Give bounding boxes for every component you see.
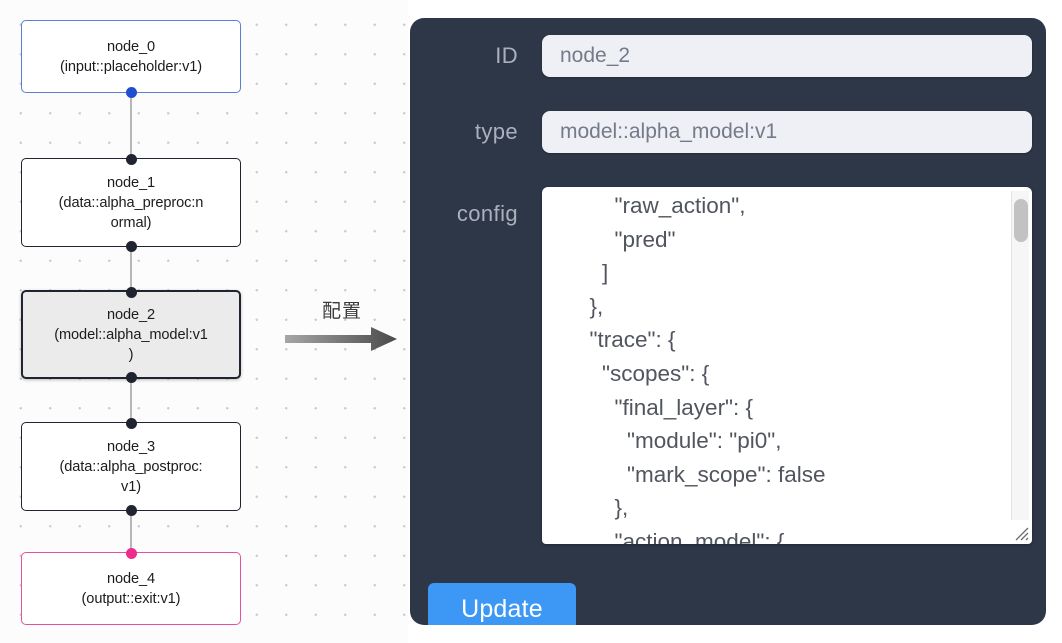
config-editor: "raw_action", "pred" ] }, "trace": { "sc… [542, 187, 1032, 544]
node-handle-top[interactable] [125, 153, 137, 165]
graph-node-node_2[interactable]: node_2 (model::alpha_model:v1 ) [21, 286, 241, 383]
config-label: config [456, 201, 518, 226]
node-handle-top[interactable] [125, 286, 137, 298]
node-title: node_4 [106, 570, 156, 587]
node-handle-bottom[interactable] [125, 504, 137, 516]
edge-node2-node3 [130, 377, 132, 425]
node-handle-top[interactable] [125, 417, 137, 429]
type-input[interactable] [542, 111, 1032, 153]
node-config-panel: ID type config "raw_action", "pred" ] },… [410, 18, 1046, 625]
id-input[interactable] [542, 35, 1032, 77]
node-subtitle-cont: ) [128, 346, 134, 363]
id-label: ID [495, 43, 518, 68]
node-subtitle-cont: ormal) [110, 214, 152, 231]
node-title: node_3 [106, 438, 156, 455]
field-row-type: type [410, 111, 1046, 153]
node-handle-bottom[interactable] [125, 371, 137, 383]
type-label: type [474, 119, 518, 144]
edge-node3-node4 [130, 509, 132, 555]
graph-node-node_3[interactable]: node_3 (data::alpha_postproc: v1) [21, 417, 241, 516]
edge-node0-node1 [130, 90, 132, 160]
node-subtitle: (input::placeholder:v1) [59, 58, 203, 75]
field-row-id: ID [410, 35, 1046, 77]
update-button[interactable]: Update [428, 583, 576, 625]
graph-node-node_0[interactable]: node_0 (input::placeholder:v1) [21, 20, 241, 98]
graph-node-node_1[interactable]: node_1 (data::alpha_preproc:n ormal) [21, 153, 241, 252]
arrow-right-icon [283, 324, 401, 354]
field-row-config: config "raw_action", "pred" ] }, "trace"… [410, 187, 1046, 544]
transition-label: 配置 [321, 301, 362, 322]
node-title: node_2 [106, 306, 156, 323]
config-scrollbar-thumb[interactable] [1014, 199, 1028, 242]
node-handle-bottom[interactable] [125, 240, 137, 252]
node-subtitle: (data::alpha_preproc:n [58, 194, 204, 211]
resize-handle-icon[interactable] [1012, 524, 1030, 542]
graph-canvas[interactable]: node_0 (input::placeholder:v1) node_1 (d… [0, 0, 408, 643]
node-title: node_1 [106, 174, 156, 191]
config-scrollbar-track[interactable] [1011, 191, 1029, 520]
node-subtitle: (output::exit:v1) [81, 590, 181, 607]
edge-node1-node2 [130, 245, 132, 293]
graph-node-node_4[interactable]: node_4 (output::exit:v1) [21, 547, 241, 625]
node-handle-bottom[interactable] [125, 86, 137, 98]
transition-annotation: 配置 [283, 296, 401, 360]
node-handle-top[interactable] [125, 547, 137, 559]
node-subtitle: (data::alpha_postproc: [59, 458, 203, 475]
node-subtitle-cont: v1) [121, 478, 141, 495]
node-title: node_0 [106, 38, 156, 55]
config-textarea[interactable]: "raw_action", "pred" ] }, "trace": { "sc… [542, 187, 1032, 544]
node-subtitle: (model::alpha_model:v1 [54, 326, 208, 343]
